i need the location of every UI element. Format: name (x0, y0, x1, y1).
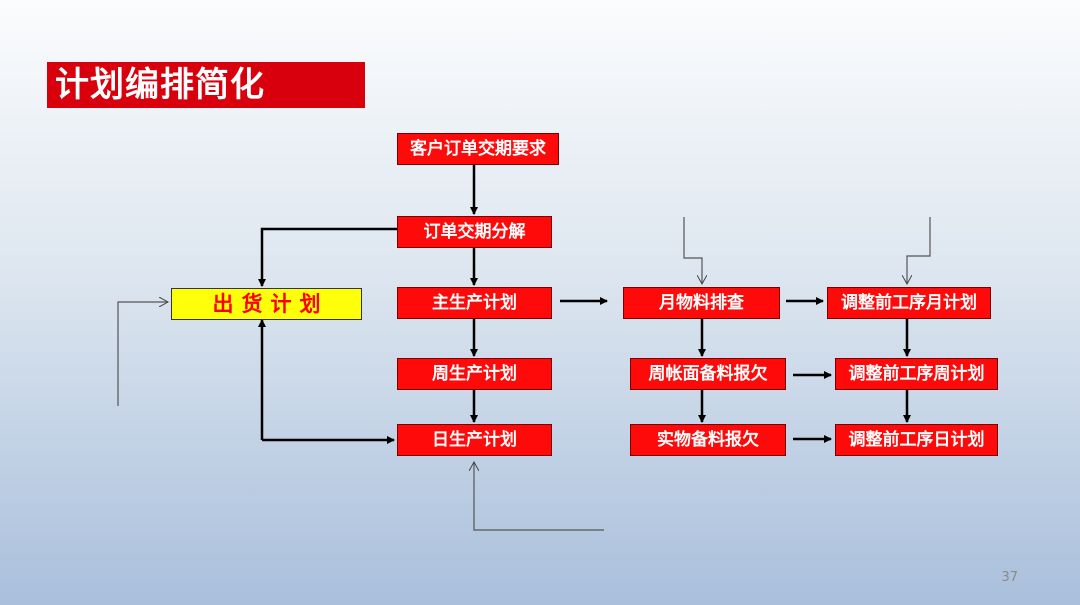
box-monthly-material-check: 月物料排查 (623, 287, 780, 319)
slide-title: 计划编排简化 (47, 62, 365, 108)
box-daily-plan: 日生产计划 (397, 424, 552, 456)
box-physical-shortage: 实物备料报欠 (630, 424, 786, 456)
arrow-breakdown-to-shipping (258, 227, 397, 287)
box-adjust-daily: 调整前工序日计划 (835, 424, 998, 456)
box-weekly-plan: 周生产计划 (397, 358, 552, 390)
box-customer-order: 客户订单交期要求 (397, 133, 559, 165)
page-number: 37 (1001, 570, 1018, 585)
thin-arrow-into-adjust-monthly (907, 217, 931, 284)
thin-arrow-into-shipping (117, 302, 168, 406)
box-order-breakdown: 订单交期分解 (397, 216, 552, 248)
box-weekly-book-shortage: 周帐面备料报欠 (630, 358, 786, 390)
box-adjust-monthly: 调整前工序月计划 (827, 287, 991, 319)
thin-arrow-into-monthly-check (683, 217, 702, 284)
box-master-plan: 主生产计划 (397, 287, 552, 319)
thin-arrow-into-daily (474, 462, 604, 531)
box-adjust-weekly: 调整前工序周计划 (835, 358, 998, 390)
box-shipping-plan: 出货计划 (171, 288, 362, 320)
